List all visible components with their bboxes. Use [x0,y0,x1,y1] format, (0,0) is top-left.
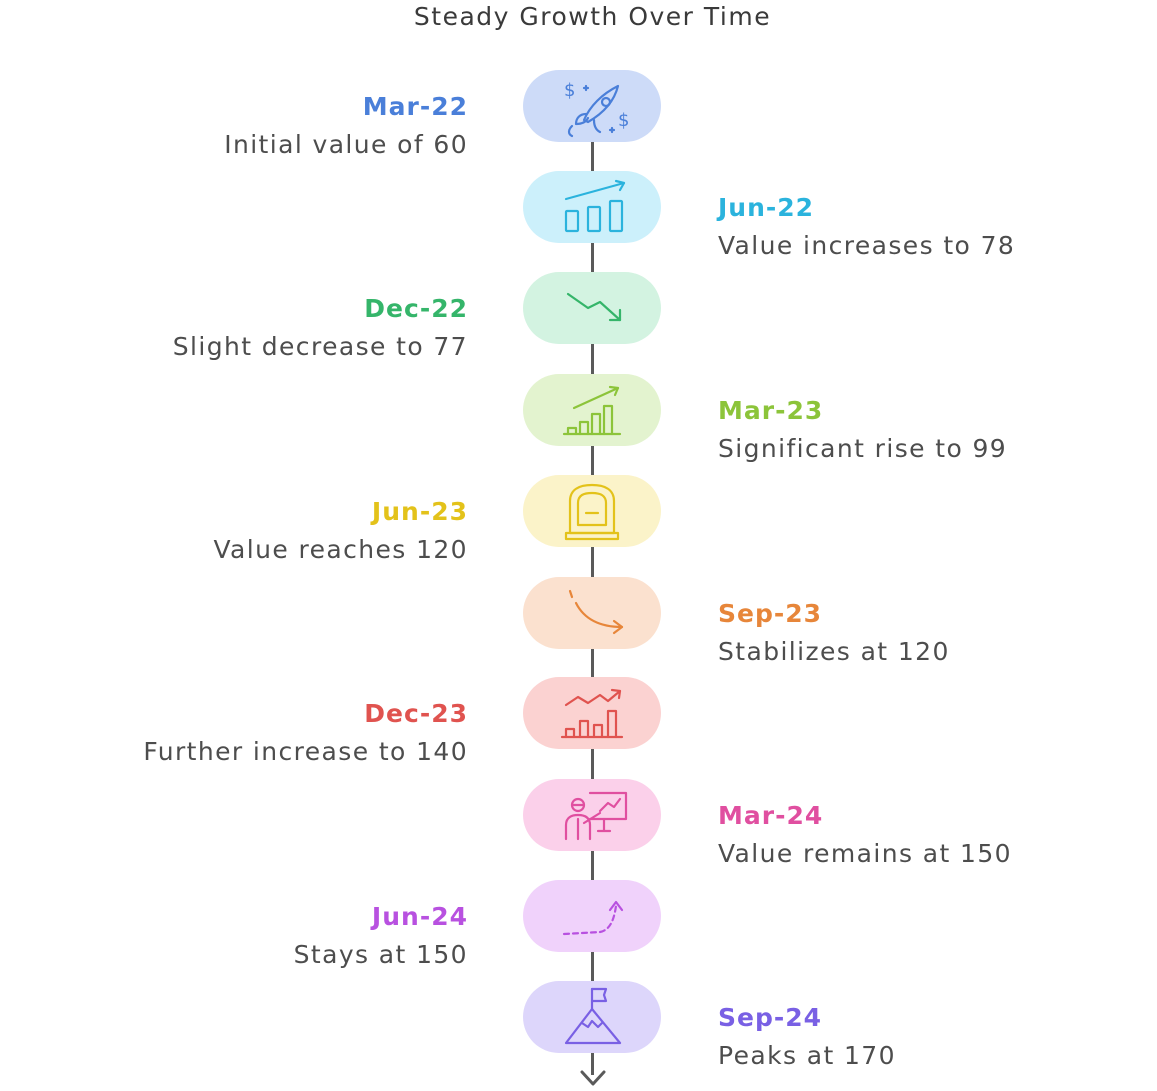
timeline-event-jun-23: Jun-23 Value reaches 120 [0,475,1157,565]
mountain-flag-icon [564,987,622,1045]
event-date: Sep-23 [718,599,823,628]
growth-chart-icon [560,688,624,739]
event-description: Value reaches 120 [213,535,468,564]
event-date: Jun-24 [371,902,468,931]
event-description: Further increase to 140 [143,737,468,766]
svg-text:$: $ [564,80,575,101]
timeline-event-mar-24: Mar-24 Value remains at 150 [0,779,1157,869]
event-icon-circle [523,779,661,851]
timeline-event-mar-23: Mar-23 Significant rise to 99 [0,374,1157,464]
event-date: Mar-22 [362,92,468,121]
event-date: Jun-23 [371,497,468,526]
event-description: Initial value of 60 [224,130,468,159]
event-description: Stays at 150 [293,940,468,969]
vault-icon [564,483,620,541]
bar-chart-growth-icon [564,179,626,233]
timeline-event-sep-23: Sep-23 Stabilizes at 120 [0,577,1157,667]
rocket-money-icon: $ $ [564,80,629,138]
timeline-event-jun-24: Jun-24 Stays at 150 [0,880,1157,970]
event-description: Stabilizes at 120 [718,637,950,666]
event-date: Mar-24 [718,801,824,830]
event-icon-circle: $ $ [523,70,661,142]
presenter-icon [564,791,628,841]
event-date: Mar-23 [718,396,824,425]
timeline-event-dec-23: Dec-23 Further increase to 140 [0,677,1157,767]
event-date: Dec-22 [364,294,468,323]
event-icon-circle [523,272,661,344]
event-icon-circle [523,577,661,649]
event-description: Slight decrease to 77 [172,332,468,361]
event-description: Significant rise to 99 [718,434,1008,463]
timeline-event-jun-22: Jun-22 Value increases to 78 [0,171,1157,261]
timeline-event-dec-22: Dec-22 Slight decrease to 77 [0,272,1157,362]
timeline-arrow-icon [580,1070,606,1086]
dashed-arrow-up-icon [562,900,624,936]
event-date: Sep-24 [718,1003,823,1032]
bar-chart-rise-icon [562,385,622,436]
event-date: Dec-23 [364,699,468,728]
event-description: Value increases to 78 [718,231,1016,260]
timeline-event-sep-24: Sep-24 Peaks at 170 [0,981,1157,1071]
timeline-event-mar-22: $ $ Mar-22 Initial value of 60 [0,70,1157,160]
diagram-title: Steady Growth Over Time [413,2,772,31]
curved-arrow-icon [568,589,624,635]
event-icon-circle [523,475,661,547]
event-description: Peaks at 170 [718,1041,896,1070]
event-description: Value remains at 150 [718,839,1012,868]
event-icon-circle [523,171,661,243]
event-date: Jun-22 [718,193,815,222]
event-icon-circle [523,880,661,952]
event-icon-circle [523,677,661,749]
trend-down-icon [566,292,622,322]
svg-text:$: $ [618,110,629,131]
event-icon-circle [523,981,661,1053]
event-icon-circle [523,374,661,446]
